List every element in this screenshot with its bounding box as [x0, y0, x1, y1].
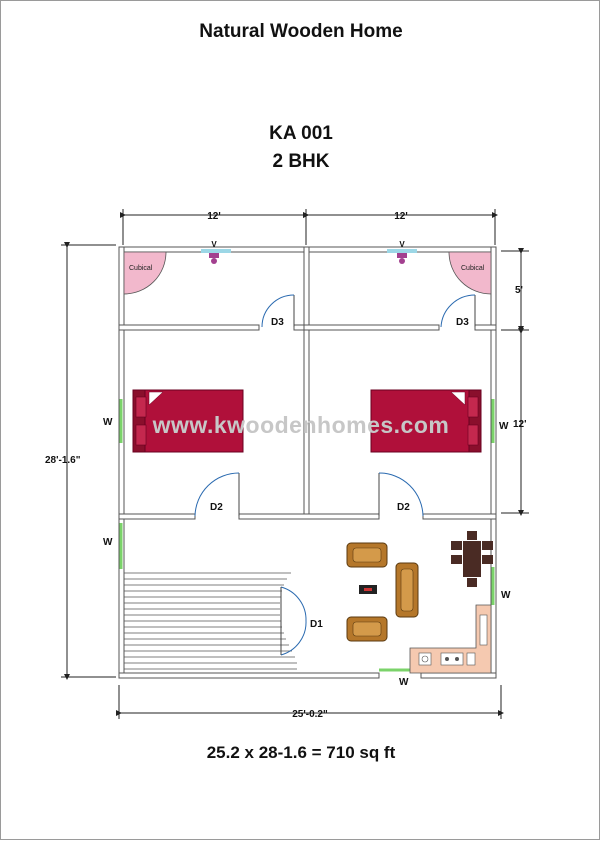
model-code: KA 001	[269, 123, 333, 144]
window-label-bed-right: W	[499, 421, 509, 432]
door-label-d3-left: D3	[271, 317, 284, 328]
door-label-d1: D1	[310, 619, 323, 630]
home-type: 2 BHK	[272, 151, 330, 172]
door-d2-right	[378, 472, 424, 517]
window-label-bed-left: W	[103, 417, 113, 428]
dim-top-left: 12'	[207, 211, 221, 222]
dining-table	[451, 531, 493, 587]
walls	[118, 246, 497, 679]
kitchen-counter	[409, 604, 492, 674]
door-d1	[280, 586, 307, 656]
dim-right-lower: 12'	[513, 419, 527, 430]
sofa-top	[346, 542, 388, 568]
coffee-table-item	[364, 588, 372, 591]
dim-right-upper: 5'	[515, 285, 523, 296]
bed-left	[132, 389, 244, 453]
dim-left-height: 28'-1.6"	[45, 455, 81, 466]
sofa-right	[395, 562, 419, 618]
window-label-living-right: W	[501, 590, 511, 601]
dim-top-right: 12'	[394, 211, 408, 222]
cubical-label-left: Cubical	[129, 265, 153, 272]
vent-label-right: V	[399, 240, 405, 249]
door-d3-right	[440, 294, 476, 328]
door-label-d2-left: D2	[210, 502, 223, 513]
door-label-d2-right: D2	[397, 502, 410, 513]
window-label-bottom: W	[399, 677, 409, 688]
sofa-bottom	[346, 616, 388, 642]
cubical-label-right: Cubical	[461, 265, 485, 272]
dim-bottom-width: 25'-0.2"	[292, 709, 328, 720]
cubical-left	[123, 251, 167, 295]
page-title: Natural Wooden Home	[199, 21, 403, 42]
area-caption: 25.2 x 28-1.6 = 710 sq ft	[206, 743, 396, 762]
watermark: www.kwoodenhomes.com	[152, 412, 450, 438]
door-d2-left	[194, 472, 240, 517]
vent-label-left: V	[211, 240, 217, 249]
door-d3-left	[261, 294, 295, 328]
vents	[201, 249, 417, 264]
window-label-living-left: W	[103, 537, 113, 548]
door-label-d3-right: D3	[456, 317, 469, 328]
cubical-right	[448, 251, 492, 295]
bed-right	[370, 389, 482, 453]
porch-deck	[123, 572, 297, 670]
dimension-lines	[61, 209, 529, 719]
